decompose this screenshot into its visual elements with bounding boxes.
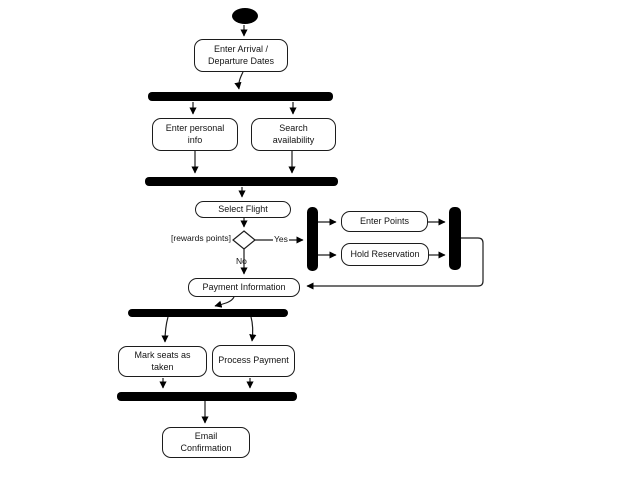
decision-guard-label: [rewards points] bbox=[171, 233, 231, 243]
join-bar-2 bbox=[117, 392, 297, 401]
join-bar-rewards bbox=[449, 207, 461, 270]
edge-fork3-to-mark-seats bbox=[161, 316, 169, 343]
edge-join2-to-payment-info bbox=[306, 237, 484, 290]
activity-enter-personal-info: Enter personal info bbox=[152, 118, 238, 151]
activity-mark-seats-as-taken: Mark seats as taken bbox=[118, 346, 207, 377]
fork-bar-rewards bbox=[307, 207, 318, 271]
activity-hold-reservation: Hold Reservation bbox=[341, 243, 429, 266]
decision-yes-label: Yes bbox=[273, 234, 289, 244]
activity-payment-information: Payment Information bbox=[188, 278, 300, 297]
activity-enter-points: Enter Points bbox=[341, 211, 428, 232]
fork-bar-2 bbox=[128, 309, 288, 317]
decision-no-label: No bbox=[236, 256, 247, 266]
decision-diamond bbox=[232, 230, 256, 250]
activity-select-flight: Select Flight bbox=[195, 201, 291, 218]
activity-process-payment: Process Payment bbox=[212, 345, 295, 377]
start-node bbox=[232, 8, 258, 24]
edge-fork3-to-process-payment bbox=[249, 316, 257, 342]
activity-email-confirmation: Email Confirmation bbox=[162, 427, 250, 458]
activity-enter-dates: Enter Arrival / Departure Dates bbox=[194, 39, 288, 72]
join-bar-1 bbox=[145, 177, 338, 186]
activity-search-availability: Search availability bbox=[251, 118, 336, 151]
edge-enter-dates-to-fork1 bbox=[234, 71, 244, 90]
edge-payment-info-to-fork3 bbox=[214, 296, 235, 308]
fork-bar-1 bbox=[148, 92, 333, 101]
